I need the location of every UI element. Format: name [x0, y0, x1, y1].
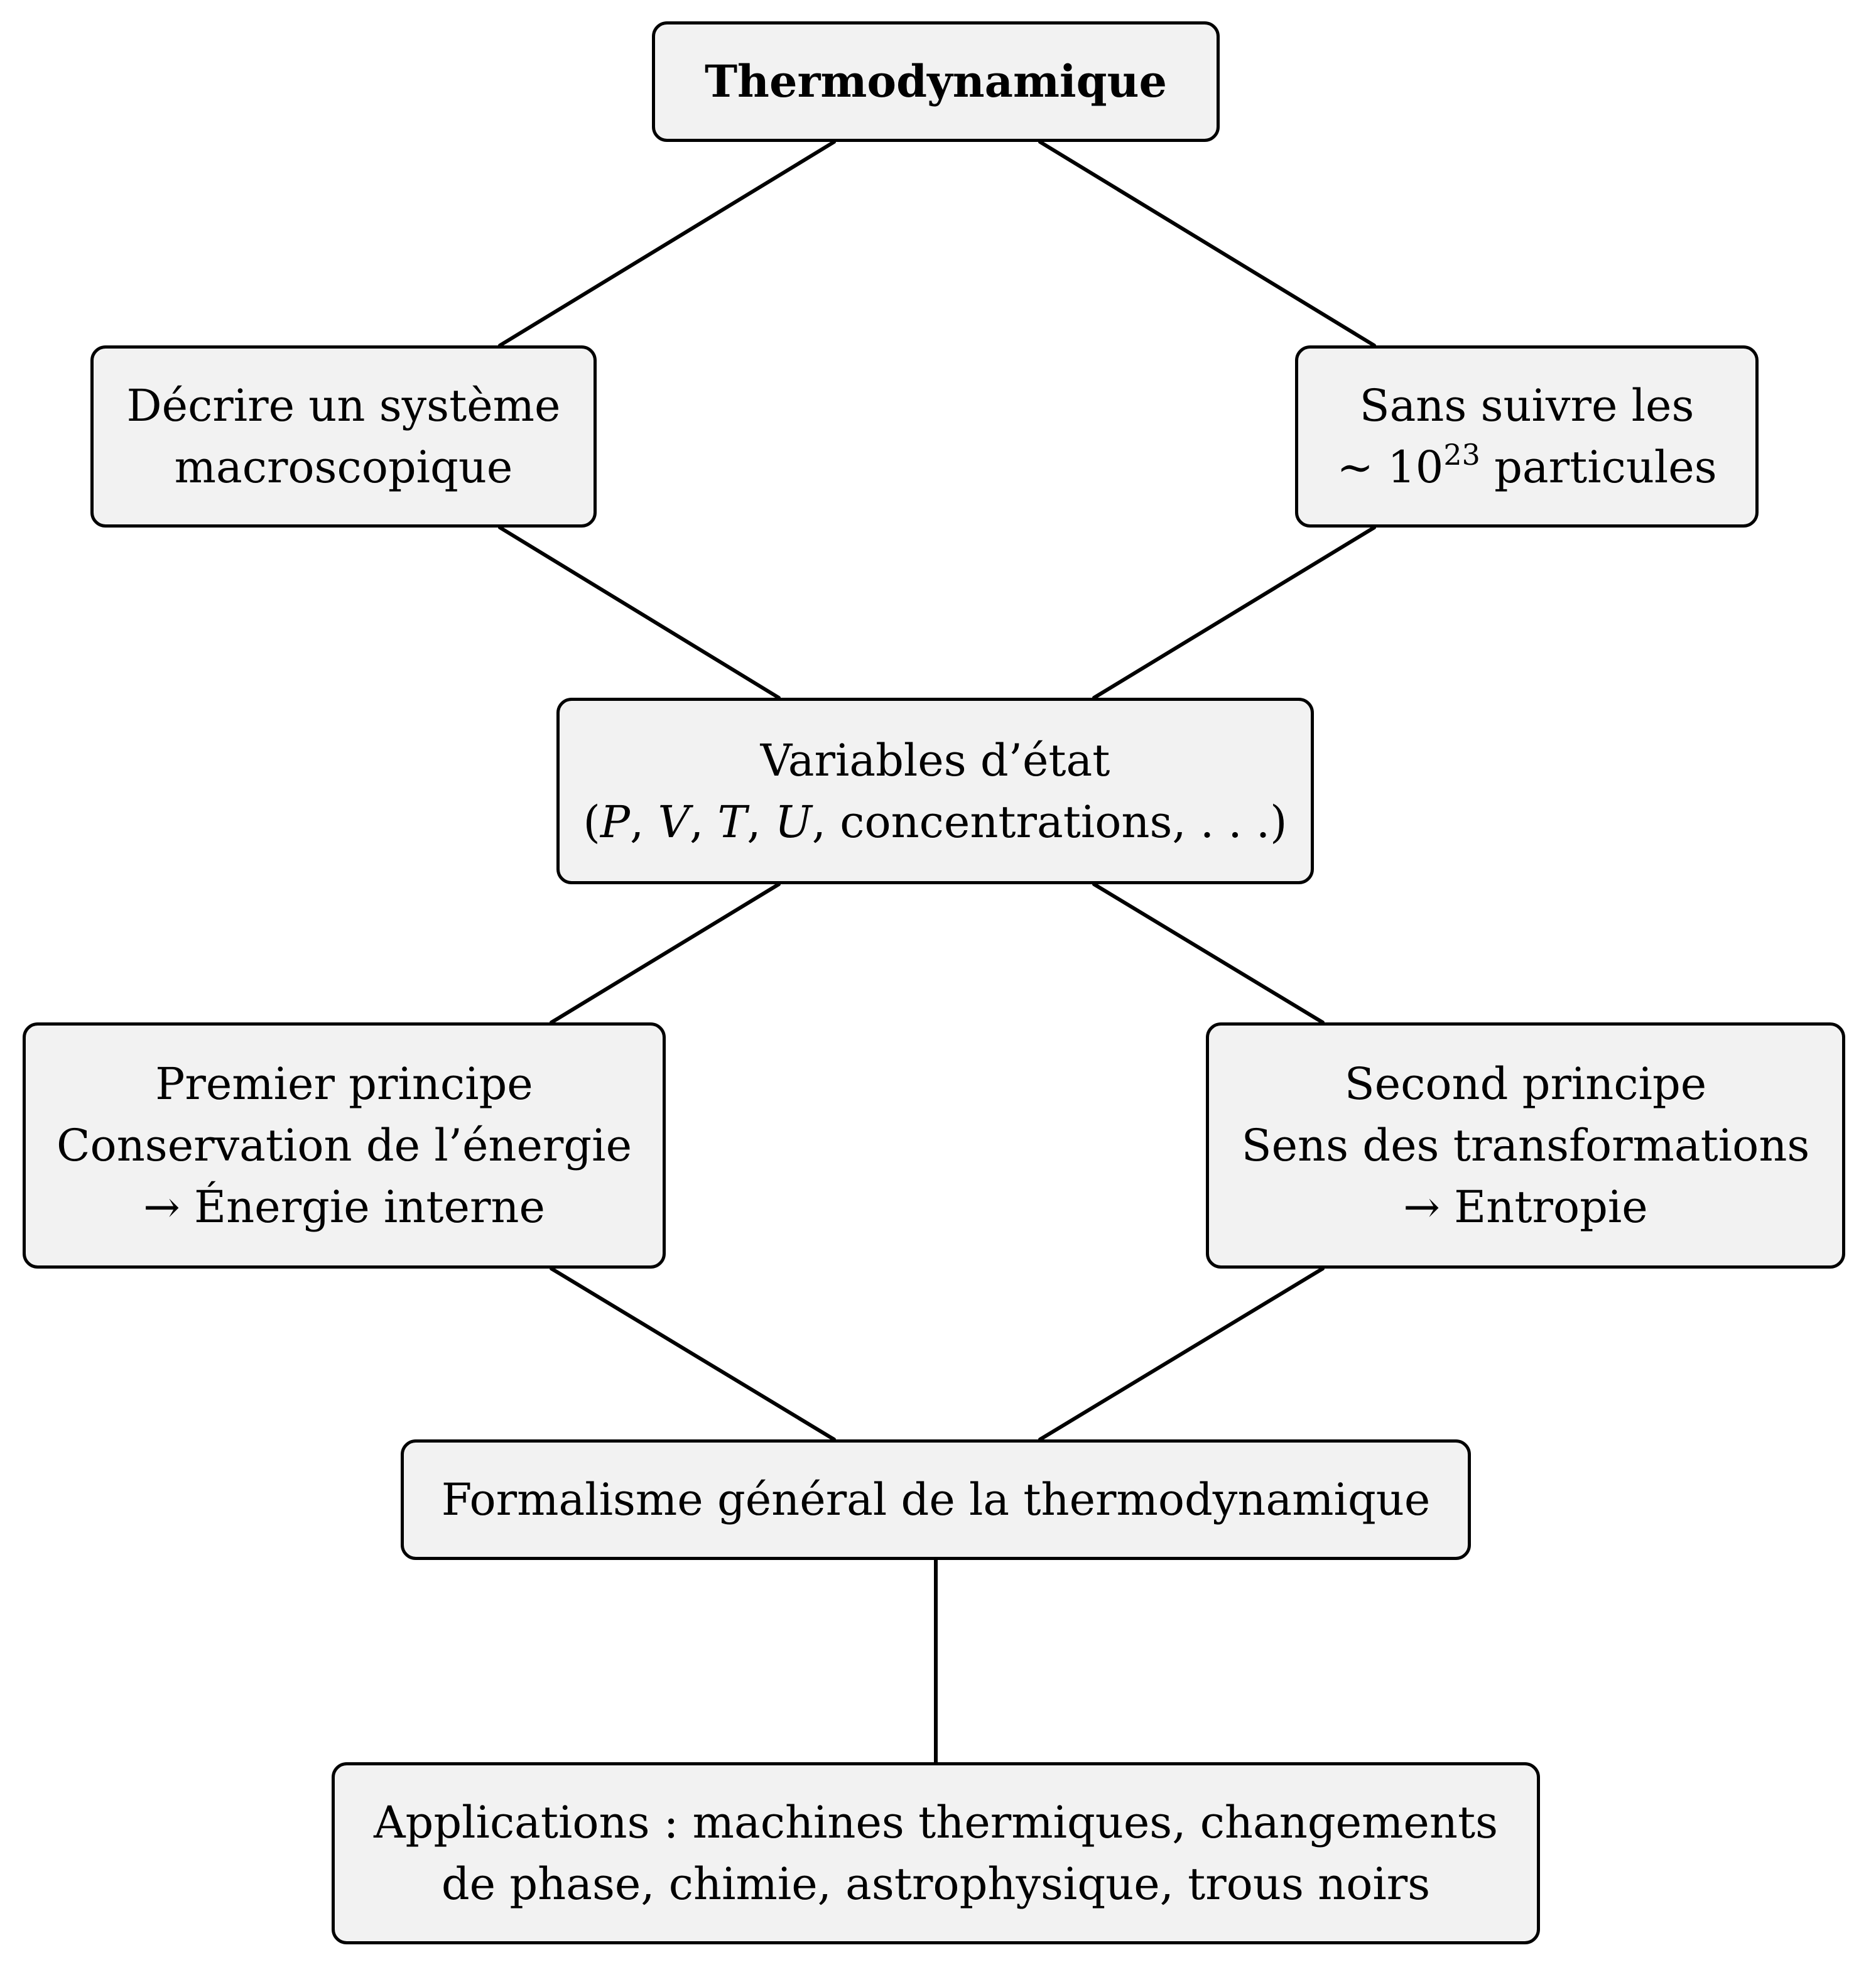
node-state-open-paren: ( [583, 796, 600, 848]
edge-root-describe [498, 140, 836, 347]
edge-state-second [1092, 882, 1325, 1024]
node-state-line-1: Variables d’état [760, 734, 1110, 786]
node-applications: Applications : machines thermiques, chan… [332, 1762, 1540, 1944]
node-formalism-label: Formalisme général de la thermodynamique [441, 1474, 1431, 1525]
node-general-formalism: Formalisme général de la thermodynamique [401, 1439, 1471, 1560]
node-state-var-t: T [717, 796, 747, 848]
node-without-particles: Sans suivre les ∼ 1023 particules [1295, 345, 1759, 528]
edge-second-formalism [1038, 1267, 1325, 1441]
node-applications-line-2: de phase, chimie, astrophysique, trous n… [441, 1858, 1431, 1910]
node-without-line-2: ∼ 1023 particules [1337, 436, 1716, 498]
edge-first-formalism [550, 1267, 836, 1441]
node-second-principle: Second principe Sens des transformations… [1206, 1022, 1845, 1269]
node-without-suffix: particules [1480, 441, 1717, 493]
node-state-sep-2: , [690, 796, 718, 848]
node-state-rest: , concentrations, . . .) [811, 796, 1288, 848]
node-describe-line-2: macroscopique [174, 441, 513, 493]
node-title: Thermodynamique [704, 55, 1168, 107]
node-first-principle: Premier principe Conservation de l’énerg… [23, 1022, 666, 1269]
node-state-line-2: (P, V, T, U, concentrations, . . .) [583, 791, 1288, 853]
node-first-line-2: Conservation de l’énergie [56, 1120, 632, 1171]
node-applications-line-1: Applications : machines thermiques, chan… [374, 1797, 1498, 1848]
edge-describe-state [498, 526, 781, 700]
edge-state-first [550, 882, 781, 1024]
edge-root-without [1038, 140, 1376, 347]
node-without-line-1: Sans suivre les [1359, 380, 1694, 431]
node-without-prefix: ∼ 10 [1337, 441, 1444, 493]
node-second-line-1: Second principe [1344, 1058, 1707, 1110]
node-first-line-1: Premier principe [155, 1058, 533, 1110]
node-state-var-u: U [774, 796, 812, 848]
node-thermodynamique: Thermodynamique [652, 21, 1220, 142]
node-second-line-3: → Entropie [1403, 1181, 1648, 1233]
node-without-exponent: 23 [1443, 438, 1480, 472]
edge-without-state [1092, 526, 1376, 700]
node-state-var-p: P [600, 796, 630, 848]
node-state-variables: Variables d’état (P, V, T, U, concentrat… [556, 698, 1314, 884]
node-state-sep-3: , [747, 796, 775, 848]
node-second-line-2: Sens des transformations [1241, 1120, 1810, 1171]
node-first-line-3: → Énergie interne [143, 1181, 545, 1233]
node-state-sep-1: , [629, 796, 658, 848]
node-describe-system: Décrire un système macroscopique [90, 345, 597, 528]
node-describe-line-1: Décrire un système [126, 380, 561, 431]
node-state-var-v: V [658, 796, 690, 848]
